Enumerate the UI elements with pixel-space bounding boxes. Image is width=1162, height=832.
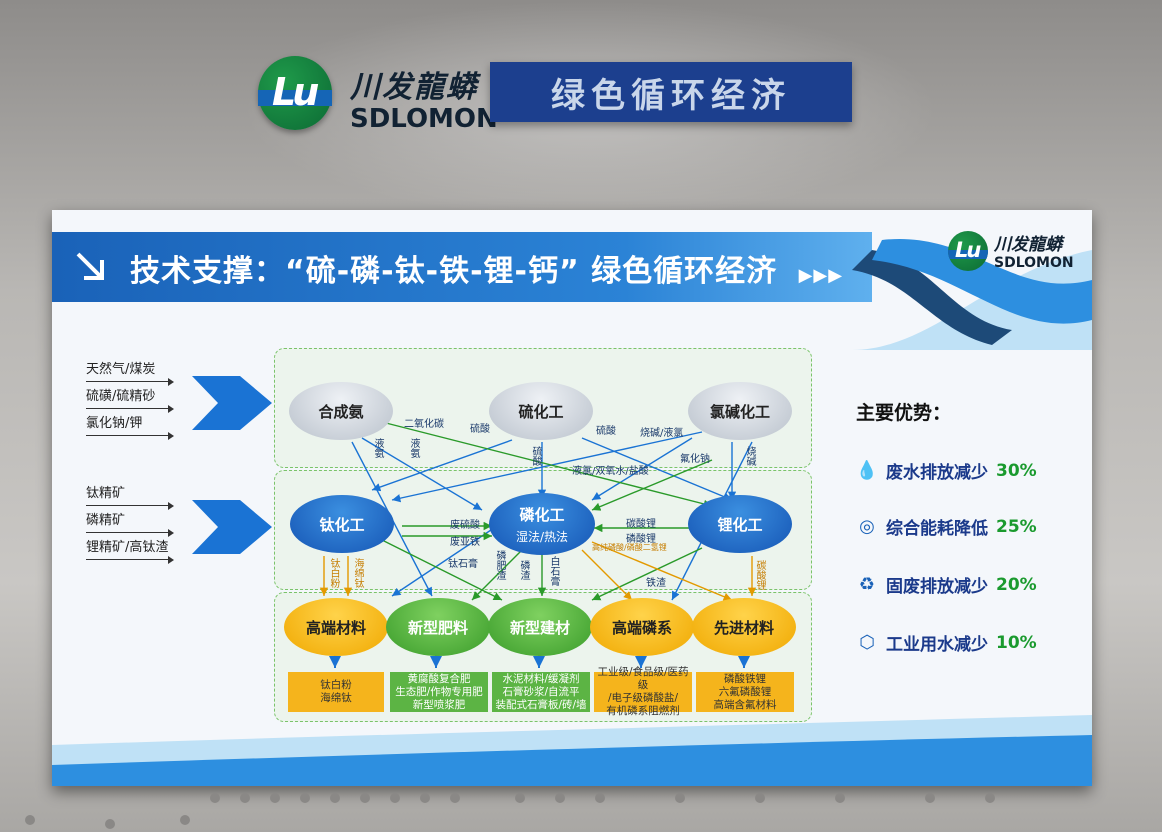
edge-label: 钛石膏	[448, 559, 478, 570]
edge-label: 二氧化碳	[404, 419, 444, 430]
wall-logo-icon: Lu	[258, 56, 332, 130]
node-high-end-material: 高端材料	[284, 598, 388, 656]
wall-company-en: SDLOMON	[350, 104, 498, 134]
input-arrow-icon	[192, 500, 272, 554]
lightbulb-icon: ◎	[859, 516, 875, 537]
diagonal-arrow-icon	[76, 252, 104, 280]
display-board: 技术支撑：“硫-磷-钛-铁-锂-钙” 绿色循环经济 ▶▶▶ Lu 川发龍蟒 SD…	[52, 210, 1092, 786]
node-synthetic-ammonia: 合成氨	[289, 382, 393, 440]
edge-label: 烧碱	[744, 446, 755, 466]
edge-label: 白石膏	[548, 556, 559, 586]
board-title: 技术支撑：“硫-磷-钛-铁-锂-钙” 绿色循环经济 ▶▶▶	[130, 246, 843, 290]
edge-label: 碳酸锂	[754, 560, 765, 590]
edge-label: 铁渣	[646, 578, 666, 589]
edge-label: 废亚铁	[450, 537, 480, 548]
input-item: 磷精矿	[86, 509, 174, 537]
node-high-end-phosphorus: 高端磷系	[590, 598, 694, 656]
decorative-swoosh	[852, 239, 1092, 350]
node-phosphorus-title: 磷化工	[519, 505, 565, 524]
node-phosphorus-sub: 湿法/热法	[515, 529, 569, 544]
edge-label: 液氯/双氧水/盐酸	[572, 466, 649, 477]
edge-label: 氟化钠	[680, 454, 710, 465]
input-arrow-icon	[192, 376, 272, 430]
product-box-new-fertilizer: 黄腐酸复合肥 生态肥/作物专用肥 新型喷浆肥	[390, 672, 488, 712]
node-new-building-material: 新型建材	[488, 598, 592, 656]
board-title-text: 技术支撑：“硫-磷-钛-铁-锂-钙” 绿色循环经济	[130, 254, 778, 289]
title-band: 技术支撑：“硫-磷-钛-铁-锂-钙” 绿色循环经济 ▶▶▶	[52, 232, 872, 302]
node-sulfur-chemistry: 硫化工	[489, 382, 593, 440]
water-drop-icon: 💧	[855, 460, 879, 481]
chevrons-icon: ▶▶▶	[798, 265, 844, 286]
edge-label: 烧碱/液氯	[640, 428, 684, 439]
recycle-icon: ♻	[858, 574, 876, 595]
product-box-high-end-material: 钛白粉 海绵钛	[288, 672, 384, 712]
wall-dots	[25, 793, 995, 829]
edge-label: 钛白粉	[328, 558, 339, 588]
edge-label: 碳酸锂	[626, 519, 656, 530]
edge-label: 硫酸	[530, 446, 541, 466]
edge-label: 硫酸	[470, 424, 490, 435]
edge-label: 磷渣	[518, 560, 529, 580]
product-box-high-end-phosphorus: 工业级/食品级/医药级 /电子级磷酸盐/ 有机磷系阻燃剂	[594, 666, 692, 717]
board-brand: Lu 川发龍蟒 SDLOMON	[948, 230, 1074, 271]
edge-label: 废硫酸	[450, 520, 480, 531]
product-box-advanced-material: 磷酸铁锂 六氟磷酸锂 高端含氟材料	[696, 672, 794, 712]
product-box-new-building: 水泥材料/缓凝剂 石膏砂浆/自流平 装配式石膏板/砖/墙	[492, 672, 590, 712]
input-item: 硫磺/硫精砂	[86, 385, 174, 413]
node-titanium-chemistry: 钛化工	[290, 495, 394, 553]
wall-company-name: 川发龍蟒 SDLOMON	[350, 62, 498, 134]
edge-label: 磷酸锂	[626, 534, 656, 545]
node-phosphorus-chemistry: 磷化工 湿法/热法	[489, 493, 595, 555]
input-list-mid: 钛精矿 磷精矿 锂精矿/高钛渣	[86, 482, 174, 564]
carbon-icon: ⬡	[859, 632, 875, 653]
edge-label: 海绵钛	[352, 558, 363, 588]
board-brand-en: SDLOMON	[994, 255, 1074, 271]
edge-label: 液氨	[408, 438, 419, 458]
bottom-wave	[52, 715, 1092, 786]
node-new-fertilizer: 新型肥料	[386, 598, 490, 656]
input-item: 锂精矿/高钛渣	[86, 536, 174, 564]
edge-label: 液氨	[372, 438, 383, 458]
advantages-title: 主要优势：	[856, 402, 952, 424]
edge-label: 高纯磷酸/磷酸二氢锂	[592, 543, 667, 552]
input-item: 天然气/煤炭	[86, 358, 174, 386]
node-advanced-material: 先进材料	[692, 598, 796, 656]
wall-banner: 绿色循环经济	[490, 62, 852, 122]
wall-company-cn: 川发龍蟒	[350, 70, 478, 105]
input-item: 氯化钠/钾	[86, 412, 174, 440]
edge-label: 硫酸	[596, 426, 616, 437]
input-item: 钛精矿	[86, 482, 174, 510]
edge-label: 磷肥渣	[494, 550, 505, 580]
board-logo-icon: Lu	[948, 230, 988, 271]
node-lithium-chemistry: 锂化工	[688, 495, 792, 553]
board-brand-cn: 川发龍蟒	[994, 235, 1062, 255]
node-chlor-alkali: 氯碱化工	[688, 382, 792, 440]
input-list-top: 天然气/煤炭 硫磺/硫精砂 氯化钠/钾	[86, 358, 174, 440]
flow-arrows	[319, 421, 757, 668]
